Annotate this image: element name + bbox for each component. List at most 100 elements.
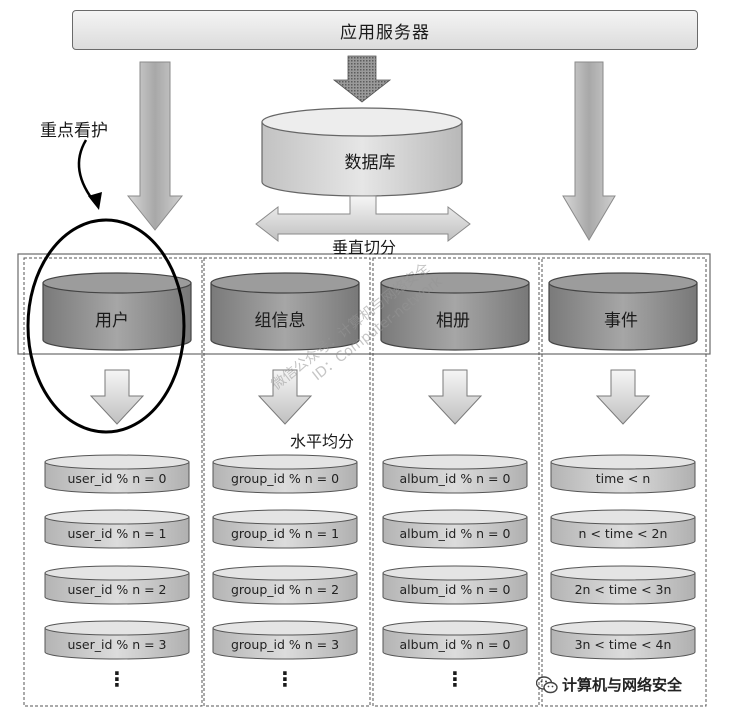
- shard-cylinder: [382, 509, 528, 549]
- table-cylinder-body: [380, 282, 530, 351]
- more-shards-marker: ⋮: [275, 667, 295, 691]
- shard-cylinder-top: [44, 565, 190, 581]
- shard-cylinder-top: [212, 565, 358, 581]
- shard-label: user_id % n = 0: [67, 471, 167, 486]
- shard-label: 2n < time < 3n: [574, 582, 672, 597]
- shard-column-0: [23, 257, 203, 707]
- table-cylinder: [380, 272, 530, 351]
- shard-cylinder: [212, 620, 358, 660]
- shard-label: user_id % n = 3: [67, 637, 167, 652]
- focus-pointer-arrowhead: [88, 192, 102, 210]
- shard-cylinder: [44, 509, 190, 549]
- shard-cylinder-top: [382, 454, 528, 470]
- shard-cylinder-body: [44, 516, 190, 549]
- table-cylinder-top: [210, 272, 360, 294]
- shard-cylinder: [44, 620, 190, 660]
- shard-cylinder-body: [550, 627, 696, 660]
- footer-brand-label: 计算机与网络安全: [562, 676, 683, 694]
- shard-column-3: [541, 257, 707, 707]
- shard-cylinder-body: [550, 572, 696, 605]
- shard-cylinder-body: [212, 572, 358, 605]
- shard-cylinder-top: [44, 454, 190, 470]
- focus-highlight-ellipse: [26, 218, 186, 434]
- shard-label: group_id % n = 1: [230, 526, 340, 541]
- shard-cylinder: [212, 509, 358, 549]
- shard-columns: [23, 257, 707, 707]
- wechat-icon: [536, 675, 558, 693]
- shard-label: group_id % n = 3: [230, 637, 340, 652]
- shard-cylinder-body: [44, 572, 190, 605]
- shard-cylinder-top: [550, 565, 696, 581]
- shard-cylinder: [44, 454, 190, 494]
- shard-cylinder-body: [382, 572, 528, 605]
- table-cylinder: [42, 272, 192, 351]
- shard-cylinder-top: [550, 509, 696, 525]
- shard-cylinder-body: [212, 627, 358, 660]
- horizontal-split-arrow: [257, 369, 313, 425]
- table-name-events: 事件: [604, 311, 638, 331]
- shard-cylinder: [550, 509, 696, 549]
- shard-cylinder-body: [212, 461, 358, 494]
- arrow-server-to-events: [562, 61, 616, 241]
- shard-cylinder-top: [212, 454, 358, 470]
- shard-cylinder-top: [44, 509, 190, 525]
- table-cylinder: [548, 272, 698, 351]
- database-label: 数据库: [344, 153, 396, 173]
- arrow-server-to-users: [126, 61, 184, 231]
- vertical-split-arrow: [255, 195, 471, 243]
- vertical-split-frame: [17, 253, 711, 355]
- shard-label: user_id % n = 2: [67, 582, 167, 597]
- shard-cylinder-top: [212, 509, 358, 525]
- shard-label: album_id % n = 0: [399, 471, 511, 486]
- shard-cylinder-body: [44, 627, 190, 660]
- more-shards-marker: ⋮: [107, 667, 127, 691]
- shard-cylinder-body: [44, 461, 190, 494]
- shard-cylinder: [382, 620, 528, 660]
- shard-cylinder: [212, 454, 358, 494]
- horizontal-split-arrow: [595, 369, 651, 425]
- focus-pointer-arrow: [77, 139, 97, 205]
- shard-column-1: [203, 257, 371, 707]
- shard-cylinder-body: [550, 516, 696, 549]
- horizontal-split-arrow: [427, 369, 483, 425]
- shard-label: group_id % n = 0: [230, 471, 340, 486]
- database-cylinder: [261, 107, 463, 197]
- focus-annotation-label: 重点看护: [40, 121, 108, 141]
- table-cylinder-top: [42, 272, 192, 294]
- shard-cylinder-top: [382, 509, 528, 525]
- table-name-users: 用户: [95, 311, 129, 331]
- shard-cylinder-top: [382, 565, 528, 581]
- shard-cylinder: [212, 565, 358, 605]
- horizontal-split-label: 水平均分: [290, 432, 355, 451]
- shard-cylinder-top: [212, 620, 358, 636]
- shard-cylinder: [382, 454, 528, 494]
- shard-cylinder-top: [382, 620, 528, 636]
- shard-cylinder: [550, 454, 696, 494]
- shard-cylinder-top: [550, 620, 696, 636]
- shard-cylinder-body: [550, 461, 696, 494]
- table-name-groups: 组信息: [254, 311, 306, 331]
- shard-label: album_id % n = 0: [399, 526, 511, 541]
- shard-cylinder: [44, 565, 190, 605]
- shard-cylinder: [550, 620, 696, 660]
- shard-label: 3n < time < 4n: [574, 637, 672, 652]
- shard-cylinder: [382, 565, 528, 605]
- shard-cylinder-body: [212, 516, 358, 549]
- shard-label: group_id % n = 2: [230, 582, 340, 597]
- shard-label: n < time < 2n: [578, 526, 668, 541]
- shard-label: time < n: [595, 471, 651, 486]
- vertical-split-label: 垂直切分: [332, 238, 397, 257]
- table-name-albums: 相册: [436, 311, 470, 331]
- shard-cylinder-body: [382, 627, 528, 660]
- shard-label: user_id % n = 1: [67, 526, 167, 541]
- shard-cylinder-top: [550, 454, 696, 470]
- shard-cylinder: [550, 565, 696, 605]
- more-shards-marker: ⋮: [445, 667, 465, 691]
- table-cylinder-top: [548, 272, 698, 294]
- footer-brand: 计算机与网络安全: [536, 674, 682, 695]
- table-cylinder: [210, 272, 360, 351]
- table-cylinder-body: [548, 282, 698, 351]
- shard-column-2: [372, 257, 540, 707]
- table-cylinder-body: [42, 282, 192, 351]
